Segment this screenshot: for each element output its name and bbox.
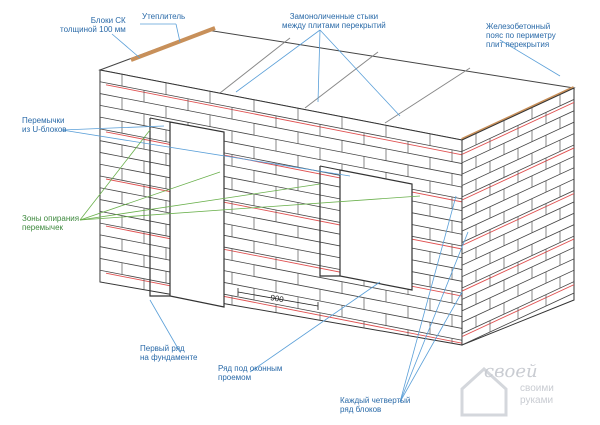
watermark-line3: руками [520, 395, 554, 406]
brick-line [105, 84, 462, 156]
slab-joints [219, 37, 471, 124]
brick-line [100, 246, 462, 318]
watermark-line1: своей [484, 361, 538, 382]
side-wall [461, 87, 575, 346]
brick-line [100, 93, 462, 164]
brick-line [100, 104, 462, 176]
brick-line [100, 258, 462, 329]
leader-lines-blue [61, 23, 561, 403]
brick-line [100, 234, 462, 306]
brick-line [100, 116, 462, 188]
brick-line [100, 81, 462, 153]
leader-lines-green [79, 129, 421, 221]
brick-line [105, 272, 462, 344]
label-insulation: Утеплитель [142, 12, 186, 21]
door-opening [149, 117, 225, 308]
watermark-house-icon [460, 366, 508, 417]
brick-line [100, 269, 462, 341]
dimension-label: 900 [270, 293, 285, 304]
dimension-900 [237, 288, 319, 310]
watermark-line2: своими [520, 383, 554, 394]
insulation-strip [130, 26, 216, 62]
watermark-logo: своей своими руками [454, 359, 594, 421]
